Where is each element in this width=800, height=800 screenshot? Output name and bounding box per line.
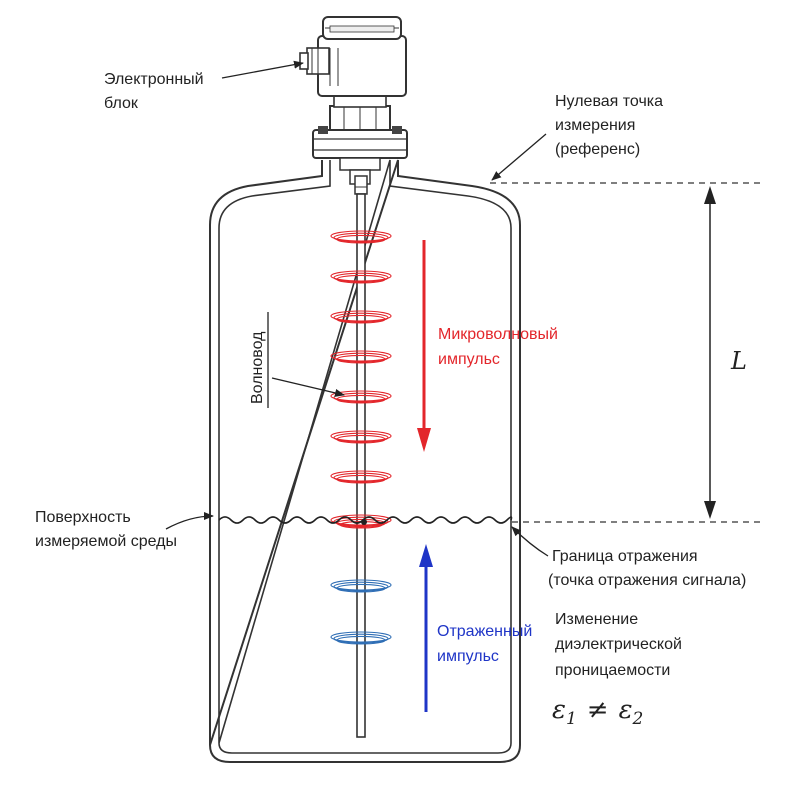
pulse-ring-red [330,310,392,322]
pulse-ring-red [333,392,389,403]
distance-label: L [730,347,747,375]
zero-point-leader [491,133,547,181]
svg-text:Нулевая точка: Нулевая точка [555,93,663,110]
pulse-ring-blue [336,583,386,593]
electronic-unit-leader [221,60,304,79]
microwave-pulse-label: Микроволновый импульс [438,326,558,368]
pulse-ring-red [330,270,392,282]
svg-text:Изменение: Изменение [555,611,638,628]
svg-text:Электронный: Электронный [104,71,204,88]
pulse-ring-red [330,390,392,402]
dielectric-change-label: Изменение диэлектрической проницаемости [555,611,682,679]
svg-text:Отраженный: Отраженный [437,623,532,640]
pulse-ring-red [336,234,386,244]
svg-text:измерения: измерения [555,117,635,134]
pulse-ring-blue [336,635,386,645]
microwave-pulse-arrow [417,240,431,452]
surface-label: Поверхность измеряемой среды [35,509,177,550]
pulse-ring-red [330,430,392,442]
pulse-ring-red [336,354,386,364]
svg-text:Поверхность: Поверхность [35,509,131,526]
svg-text:импульс: импульс [438,351,500,368]
reflected-pulse-arrow [419,544,433,712]
svg-text:Микроволновый: Микроволновый [438,326,558,343]
waveguide-leader [271,377,345,397]
epsilon-inequality: ε1≠ε2 [552,695,643,729]
svg-text:проницаемости: проницаемости [555,662,670,679]
reflected-pulse-rings [330,579,392,645]
reflection-point [361,519,367,525]
pulse-ring-red [336,518,386,528]
tank-inner-wall [218,159,512,754]
distance-dimension [704,186,716,519]
reflection-boundary-leader [511,526,549,557]
waveguide-rod [354,175,368,738]
waveguide-label: Волновод [249,331,266,404]
microwave-pulse-rings [330,230,392,529]
pulse-ring-red [336,314,386,324]
pulse-ring-red [333,472,389,483]
surface-leader [165,512,214,530]
reflected-pulse-label: Отраженный импульс [437,623,532,665]
pulse-ring-red [333,272,389,283]
zero-point-label: Нулевая точка измерения (референс) [555,93,663,158]
svg-text:импульс: импульс [437,648,499,665]
svg-text:диэлектрической: диэлектрической [555,636,682,653]
pulse-ring-red [336,274,386,284]
pulse-ring-red [330,350,392,362]
pulse-ring-blue [333,581,389,592]
tank-outer-wall [208,159,521,763]
reflection-boundary-label: Граница отражения (точка отражения сигна… [548,548,746,589]
pulse-ring-red [333,232,389,243]
pulse-ring-red [333,312,389,323]
tank [208,159,521,763]
pulse-ring-red [330,470,392,482]
electronic-unit-head [299,16,407,131]
pulse-ring-red [330,230,392,242]
pulse-ring-red [333,516,389,527]
svg-text:блок: блок [104,95,139,112]
pulse-ring-red [336,434,386,444]
svg-text:измеряемой среды: измеряемой среды [35,533,177,550]
pulse-ring-blue [333,633,389,644]
pulse-ring-red [333,352,389,363]
svg-text:(референс): (референс) [555,141,640,158]
svg-text:(точка отражения сигнала): (точка отражения сигнала) [548,572,746,589]
pulse-ring-red [330,514,392,526]
pulse-ring-blue [330,631,392,643]
liquid-surface-line [218,516,513,524]
pulse-ring-blue [330,579,392,591]
pulse-ring-red [333,432,389,443]
svg-text:Граница отражения: Граница отражения [552,548,698,565]
electronic-unit-label: Электронный блок [104,71,204,112]
pulse-ring-red [336,394,386,404]
pulse-ring-red [336,474,386,484]
